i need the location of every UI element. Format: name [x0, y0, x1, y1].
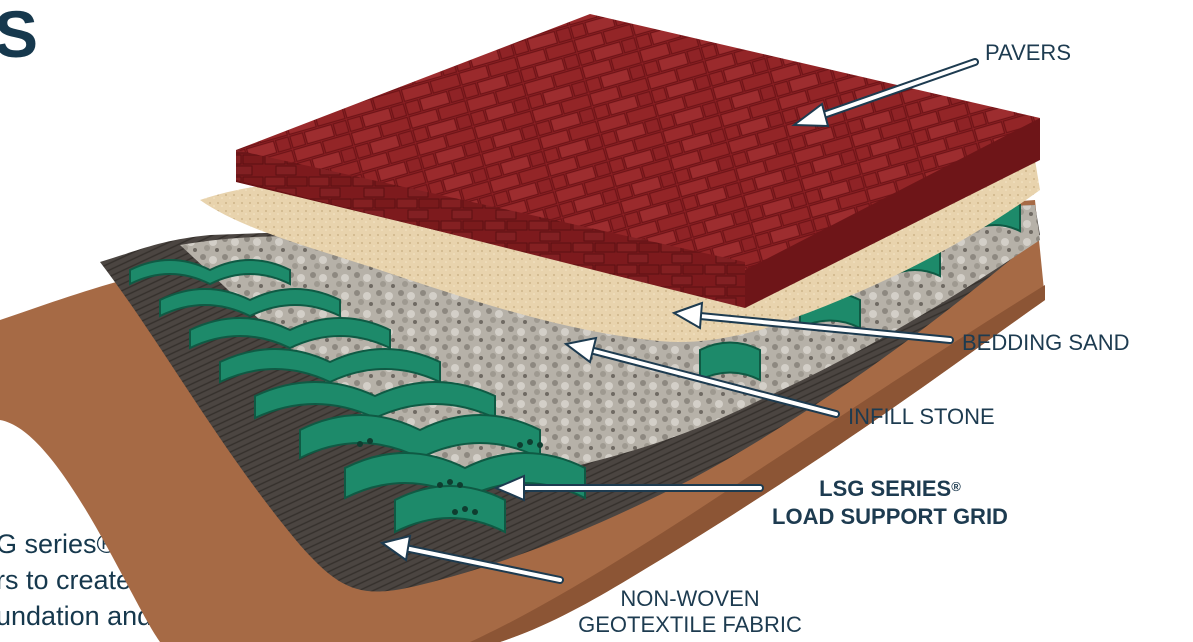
arrow-infill-stone: [563, 336, 840, 418]
arrow-load-support-grid: [493, 474, 764, 502]
label-fabric-line1: NON-WOVEN: [620, 586, 760, 611]
left-text-line-1: G series®: [0, 529, 117, 559]
label-infill-stone: INFILL STONE: [848, 404, 995, 429]
label-pavers: PAVERS: [985, 40, 1071, 65]
arrow-pavers: [791, 58, 979, 128]
label-bedding-sand: BEDDING SAND: [962, 330, 1130, 355]
partial-heading: S: [0, 0, 39, 71]
left-text-line-2: rs to create: [0, 565, 132, 595]
registered-mark: ®: [951, 479, 961, 494]
label-lsg-line1: LSG SERIES: [819, 476, 952, 501]
label-load-support-grid: LOAD SUPPORT GRID: [772, 504, 1008, 529]
label-lsg-series: LSG SERIES®: [740, 476, 1040, 502]
pointer-arrows: [379, 58, 979, 584]
arrow-geotextile-fabric: [379, 534, 564, 584]
label-fabric-line2: GEOTEXTILE FABRIC: [578, 612, 802, 637]
arrow-bedding-sand: [671, 301, 954, 344]
left-text-line-3: undation and: [0, 601, 153, 631]
